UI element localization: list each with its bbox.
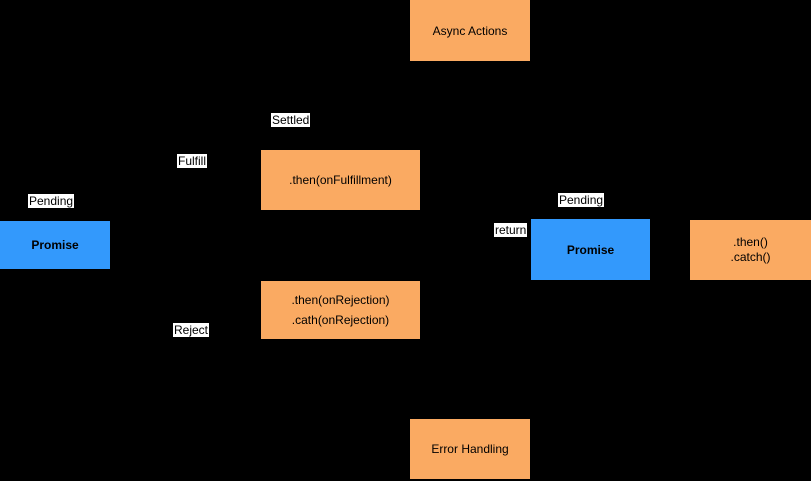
node-then-onrejection: .then(onRejection) .cath(onRejection) <box>261 281 420 339</box>
node-error-handling: Error Handling <box>410 419 530 479</box>
node-then-onrejection-line2: .cath(onRejection) <box>291 313 390 327</box>
node-then-catch-line1: .then() <box>733 235 768 249</box>
node-then-catch: .then() .catch() <box>690 220 811 280</box>
node-then-onfulfillment: .then(onFulfillment) <box>261 150 420 210</box>
node-promise-left-label: Promise <box>31 238 79 252</box>
node-then-catch-line2: .catch() <box>730 250 771 264</box>
edge-label-pending-left: Pending <box>28 194 75 208</box>
node-async-actions-label: Async Actions <box>432 23 508 38</box>
edge-label-pending-right: Pending <box>558 193 605 207</box>
node-promise-right-label: Promise <box>566 242 615 257</box>
node-then-onfulfillment-label: .then(onFulfillment) <box>289 173 392 187</box>
node-then-onrejection-line1: .then(onRejection) <box>291 293 390 307</box>
edge-label-fulfill: Fulfill <box>177 154 208 168</box>
node-error-handling-label: Error Handling <box>431 442 509 456</box>
edge-label-reject: Reject <box>173 323 210 337</box>
node-async-actions: Async Actions <box>410 0 530 61</box>
node-promise-right: Promise <box>531 219 650 280</box>
node-promise-left: Promise <box>0 221 110 269</box>
edge-label-return: return <box>494 223 528 237</box>
edge-label-settled: Settled <box>271 113 311 127</box>
